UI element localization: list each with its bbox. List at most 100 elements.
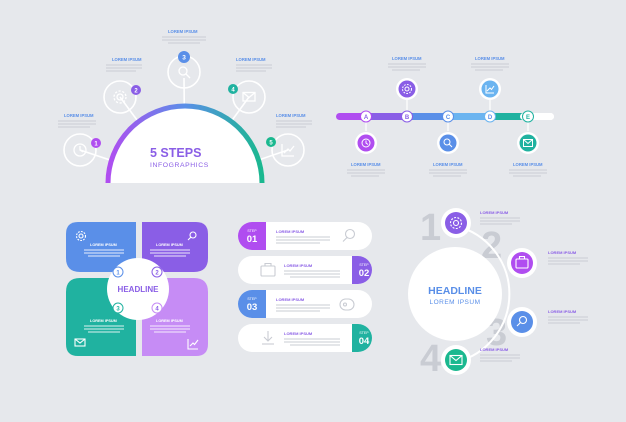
- step-label-03: LOREM IPSUM: [276, 297, 305, 302]
- step-row-1: STEP 01 LOREM IPSUM: [238, 222, 372, 250]
- semicircle-step-1: 1 LOREM IPSUM: [58, 113, 101, 167]
- step-number-5: 5: [269, 141, 273, 147]
- step-label-3: LOREM IPSUM: [168, 29, 198, 34]
- gear-icon: [449, 216, 463, 230]
- step-number-2: 2: [134, 89, 138, 95]
- timeline-node-c: C: [442, 110, 454, 123]
- semicircle-step-3: 3 LOREM IPSUM: [162, 29, 206, 89]
- briefcase-icon: [515, 255, 529, 269]
- timeline-node-a: A: [360, 110, 372, 123]
- mail-icon: [242, 91, 256, 102]
- briefcase-icon: [260, 262, 276, 277]
- clock-icon: [361, 138, 371, 148]
- semicircle-base: [108, 183, 262, 187]
- step-label-5: LOREM IPSUM: [276, 113, 306, 118]
- svg-text:STEP: STEP: [247, 297, 257, 301]
- svg-text:B: B: [405, 115, 410, 121]
- circle-label-4: LOREM IPSUM: [480, 347, 509, 352]
- timeline-top-2: LOREM IPSUM: [471, 56, 509, 100]
- circle-number-4: 4: [420, 338, 441, 380]
- circle-item-3: LOREM IPSUM: [507, 307, 588, 337]
- quad-panel: HEADLINE 1 2 3 4 LOREM IPSUM LOREM IPSUM…: [66, 222, 208, 356]
- semicircle-title: 5 STEPS: [150, 146, 201, 160]
- timeline-top-label-2: LOREM IPSUM: [475, 56, 505, 61]
- step-number-04: 04: [359, 336, 370, 347]
- step-number-4: 4: [231, 88, 235, 94]
- mail-icon: [449, 354, 463, 366]
- quad-label-4: LOREM IPSUM: [156, 319, 183, 323]
- timeline-top-1: LOREM IPSUM: [388, 56, 426, 100]
- timeline-top-label-1: LOREM IPSUM: [392, 56, 422, 61]
- circle-label-3: LOREM IPSUM: [548, 309, 577, 314]
- circle-label-1: LOREM IPSUM: [480, 210, 509, 215]
- svg-text:STEP: STEP: [247, 229, 257, 233]
- gear-icon: [75, 230, 87, 242]
- svg-text:D: D: [488, 115, 493, 121]
- step-number-02: 02: [359, 268, 370, 279]
- step-number-03: 03: [247, 302, 258, 313]
- timeline-bottom-1: LOREM IPSUM: [347, 132, 385, 177]
- magnifier-icon: [342, 228, 356, 242]
- semicircle-step-4: 4 LOREM IPSUM: [228, 57, 272, 114]
- chart-icon: [281, 144, 295, 157]
- mail-icon: [74, 338, 86, 347]
- semicircle-arc: [105, 103, 265, 184]
- semicircle-subtitle: INFOGRAPHICS: [150, 162, 209, 169]
- step-number-3: 3: [182, 55, 186, 62]
- semicircle-disc: [108, 108, 262, 185]
- quad-label-1: LOREM IPSUM: [90, 243, 117, 247]
- svg-text:STEP: STEP: [359, 331, 369, 335]
- chart-icon: [187, 339, 199, 350]
- download-icon: [262, 331, 274, 345]
- step-number-01: 01: [247, 234, 258, 245]
- circle-center: [408, 247, 502, 341]
- quad-headline: HEADLINE: [118, 285, 160, 294]
- step-row-3: STEP 03 LOREM IPSUM: [238, 290, 372, 318]
- circle-arc: [455, 225, 511, 363]
- timeline-bottom-2: LOREM IPSUM: [429, 132, 467, 177]
- quad-number-3: 3: [116, 307, 120, 313]
- circle-label-2: LOREM IPSUM: [548, 250, 577, 255]
- timeline-bottom-3: LOREM IPSUM: [509, 132, 547, 177]
- timeline-bottom-label-1: LOREM IPSUM: [351, 162, 381, 167]
- magnifier-icon: [178, 66, 191, 79]
- circle-sub: LOREM IPSUM: [429, 299, 480, 306]
- semicircle-step-2: 2 LOREM IPSUM: [103, 57, 142, 114]
- semicircle-step-5: 5 LOREM IPSUM: [266, 113, 312, 167]
- step-row-2: STEP 02 LOREM IPSUM: [238, 256, 372, 284]
- svg-text:E: E: [526, 115, 530, 121]
- step-label-4: LOREM IPSUM: [236, 57, 266, 62]
- svg-text:A: A: [364, 115, 369, 121]
- step-label-2: LOREM IPSUM: [112, 57, 142, 62]
- gear-icon: [113, 90, 127, 104]
- quad-petal-1: [66, 222, 136, 272]
- circle-item-4: LOREM IPSUM: [441, 345, 520, 375]
- svg-text:C: C: [446, 115, 451, 121]
- quad-number-1: 1: [116, 271, 120, 277]
- timeline-node-b: B: [401, 110, 413, 123]
- step-row-4: STEP 04 LOREM IPSUM: [238, 324, 372, 352]
- magnifier-icon: [443, 138, 453, 148]
- step-number-1: 1: [94, 142, 98, 148]
- semicircle-panel: 5 STEPS INFOGRAPHICS 1 LOREM IPSUM 2 LOR…: [58, 29, 312, 187]
- quad-label-2: LOREM IPSUM: [156, 243, 183, 247]
- timeline-bottom-label-2: LOREM IPSUM: [433, 162, 463, 167]
- step-label-01: LOREM IPSUM: [276, 229, 305, 234]
- step-label-04: LOREM IPSUM: [284, 331, 313, 336]
- magnifier-icon: [187, 231, 197, 241]
- quad-number-2: 2: [155, 271, 159, 277]
- quad-number-4: 4: [155, 307, 159, 313]
- tag-icon: [339, 298, 355, 311]
- timeline-node-e: E: [522, 110, 534, 123]
- circle-headline: HEADLINE: [428, 285, 482, 297]
- headline-circle-panel: 1 2 3 4 HEADLINE LOREM IPSUM LOREM IPSUM: [408, 207, 588, 380]
- mail-icon: [523, 139, 533, 147]
- gear-icon: [402, 84, 412, 94]
- timeline-bottom-label-3: LOREM IPSUM: [513, 162, 543, 167]
- timeline-panel: A B C D E LOREM IPSUM: [336, 56, 554, 177]
- circle-number-1: 1: [420, 207, 441, 249]
- chart-icon: [485, 85, 495, 94]
- clock-icon: [73, 143, 87, 157]
